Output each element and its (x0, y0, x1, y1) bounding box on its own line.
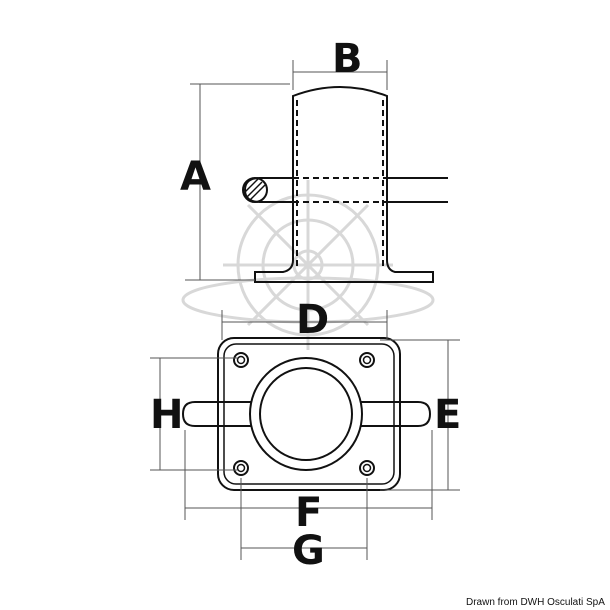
dim-label-e: E (434, 392, 461, 438)
dim-label-a: A (180, 154, 211, 200)
tube-inner-ring (259, 367, 353, 461)
watermark-ship-wheel (181, 180, 435, 350)
base-plate (217, 337, 401, 491)
bolt-hole-tr (359, 352, 375, 368)
base-plate-inner (223, 343, 395, 485)
bolt-hole-tl (233, 352, 249, 368)
side-view (242, 86, 448, 283)
dim-label-d: D (296, 297, 329, 343)
rod-section (242, 177, 268, 203)
dimension-lines-plan (150, 310, 460, 560)
inner-wall-dashed (296, 100, 384, 268)
dim-label-b: B (332, 36, 363, 82)
dim-label-h: H (150, 392, 183, 438)
handle-rod (181, 401, 432, 427)
dim-label-f: F (295, 490, 322, 536)
plan-view (181, 337, 432, 491)
bolt-hole-bl (233, 460, 249, 476)
bolt-hole-br (359, 460, 375, 476)
dim-label-g: G (292, 528, 325, 574)
horizontal-rod (243, 177, 448, 203)
upright-tube (254, 86, 434, 283)
credit-text: Drawn from DWH Osculati SpA (466, 597, 605, 608)
dimension-lines-top (185, 60, 388, 281)
tube-outer-ring (249, 357, 363, 471)
